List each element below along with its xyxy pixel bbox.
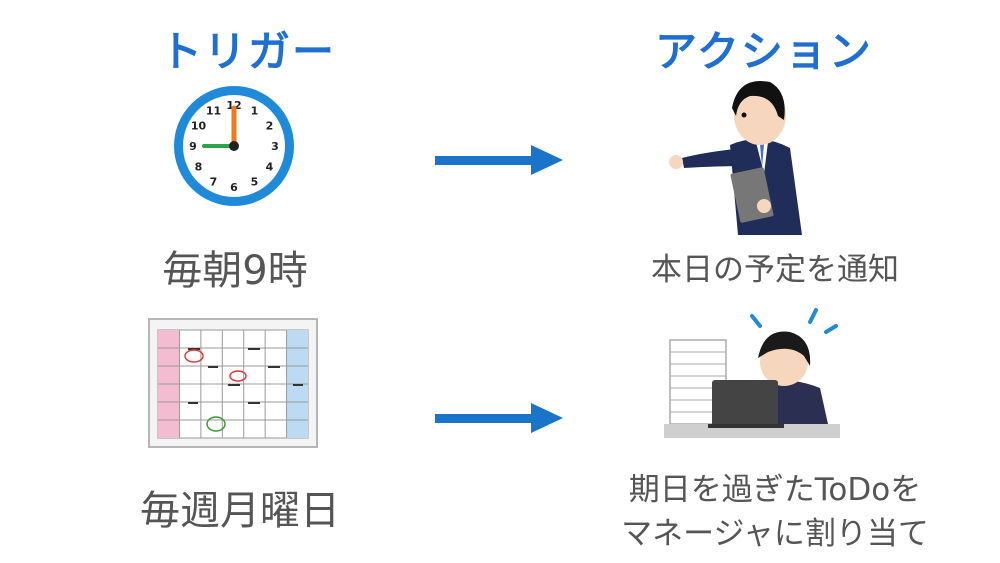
action-label-assign-line1: 期日を過ぎたToDoを — [628, 472, 922, 508]
arrow-right-icon — [435, 145, 563, 175]
businessman-pointing-icon — [669, 81, 802, 235]
clock-numeral: 11 — [206, 104, 221, 117]
clock-numeral: 10 — [191, 120, 207, 133]
action-heading: アクション — [655, 27, 873, 76]
trigger-heading: トリガー — [160, 27, 337, 76]
trigger-label-weekly: 毎週月曜日 — [140, 488, 340, 534]
arrow-right-icon — [435, 403, 563, 433]
clock-numeral: 1 — [251, 104, 259, 117]
trigger-label-morning: 毎朝9時 — [162, 248, 308, 294]
clock-numeral: 3 — [271, 140, 279, 153]
clock-numeral: 6 — [230, 181, 238, 194]
clock-numeral: 4 — [266, 161, 274, 174]
action-label-assign-line2: マネージャに割り当て — [621, 516, 929, 552]
clock-numeral: 5 — [251, 176, 259, 189]
calendar-icon — [148, 318, 318, 448]
action-label-notify: 本日の予定を通知 — [651, 252, 899, 288]
action-label-assign: 期日を過ぎたToDoを マネージャに割り当て — [600, 468, 950, 556]
clock-numeral: 9 — [189, 140, 197, 153]
clock-numeral: 8 — [195, 161, 203, 174]
clock-numeral: 2 — [266, 120, 274, 133]
clock-numeral: 7 — [210, 176, 218, 189]
stressed-worker-icon — [664, 308, 840, 438]
